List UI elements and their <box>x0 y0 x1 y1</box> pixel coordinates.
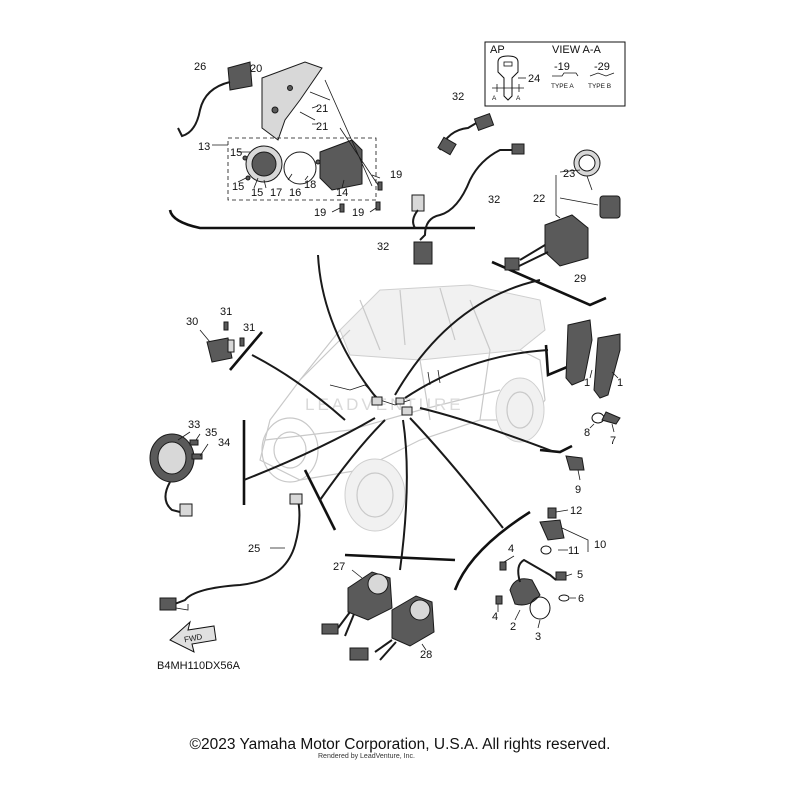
callout-23: 23 <box>563 168 575 180</box>
callout-19b: 19 <box>314 207 326 219</box>
callout-31b: 31 <box>243 322 255 334</box>
view-aa-box: AP VIEW A-A 24 A A -19 TYPE A -29 TYPE B <box>484 41 626 107</box>
speedometer-group <box>177 61 383 213</box>
callout-4b: 4 <box>492 611 498 623</box>
leader-lines <box>243 254 553 571</box>
callout-11a: 11 <box>568 545 579 557</box>
rendered-by: Rendered by LeadVenture, Inc. <box>318 753 415 760</box>
callout-32b: 32 <box>488 194 500 206</box>
callout-31a: 31 <box>220 306 232 318</box>
callout-1b: 1 <box>617 377 623 389</box>
callout-32a: 32 <box>452 91 464 103</box>
callout-26: 26 <box>194 61 206 73</box>
copyright-notice: ©2023 Yamaha Motor Corporation, U.S.A. A… <box>189 736 611 753</box>
view-header-left: AP <box>490 44 505 56</box>
motor-28 <box>349 595 435 661</box>
sensor-10-12 <box>539 507 589 555</box>
callout-3: 3 <box>535 631 541 643</box>
meter-assembly-box <box>227 137 377 201</box>
callout-15b: 15 <box>232 181 244 193</box>
type-a-label: TYPE A <box>551 83 574 90</box>
part-26-handle <box>177 61 253 138</box>
callout-19a: 19 <box>390 169 402 181</box>
relay-30 <box>199 321 245 363</box>
sensor-9 <box>565 455 585 481</box>
type-b-label: TYPE B <box>588 83 611 90</box>
callout-7: 7 <box>610 435 616 447</box>
view-header-right: VIEW A-A <box>552 44 602 56</box>
callout-34: 34 <box>218 437 230 449</box>
callout-19c: 19 <box>352 207 364 219</box>
callout-16: 16 <box>289 187 301 199</box>
callout-9: 9 <box>575 484 581 496</box>
callout-20: 20 <box>250 63 262 75</box>
callout-12: 12 <box>570 505 582 517</box>
callout-14: 14 <box>336 187 348 199</box>
section-brackets <box>168 209 607 591</box>
type-b-code: -29 <box>594 61 610 73</box>
callout-1a: 1 <box>584 377 590 389</box>
horn-33 <box>149 431 209 517</box>
callout-18: 18 <box>304 179 316 191</box>
harness-25 <box>159 493 303 611</box>
callout-21b: 21 <box>316 121 328 133</box>
callout-21a: 21 <box>316 103 328 115</box>
callout-28: 28 <box>420 649 432 661</box>
motor-27 <box>321 569 393 637</box>
type-a-code: -19 <box>554 61 570 73</box>
callout-17: 17 <box>270 187 282 199</box>
sensor-2-6 <box>495 555 576 629</box>
callout-35: 35 <box>205 427 217 439</box>
callout-8: 8 <box>584 427 590 439</box>
callout-33: 33 <box>188 419 200 431</box>
callout-27: 27 <box>333 561 345 573</box>
callout-24: 24 <box>528 73 540 85</box>
callout-13: 13 <box>198 141 210 153</box>
callout-5: 5 <box>577 569 583 581</box>
callout-25: 25 <box>248 543 260 555</box>
part-20-bracket <box>261 61 331 141</box>
callout-22: 22 <box>533 193 545 205</box>
harness-32 <box>411 112 525 265</box>
callout-15c: 15 <box>251 187 263 199</box>
part-code: B4MH110DX56A <box>157 660 241 672</box>
callout-32c: 32 <box>377 241 389 253</box>
fwd-arrow: FWD <box>169 620 217 653</box>
callout-10: 10 <box>594 539 606 551</box>
main-switch-group <box>504 149 621 271</box>
callout-6: 6 <box>578 593 584 605</box>
callout-numbers: 26 20 21 21 13 15 15 15 17 16 18 14 19 1… <box>186 61 623 661</box>
callout-29: 29 <box>574 273 586 285</box>
section-mark-a2: A <box>516 95 521 102</box>
section-mark-a1: A <box>492 95 497 102</box>
vehicle-outline: LEADVENTURE <box>259 284 546 532</box>
callout-4a: 4 <box>508 543 514 555</box>
ignition-coils <box>565 319 621 399</box>
callout-15a: 15 <box>230 147 242 159</box>
fwd-label: FWD <box>183 632 203 644</box>
callout-2: 2 <box>510 621 516 633</box>
vehicle-small-parts <box>329 369 441 416</box>
callout-30: 30 <box>186 316 198 328</box>
watermark-text: LEADVENTURE <box>305 395 464 414</box>
sensor-7-8 <box>589 411 621 433</box>
key-icon <box>497 55 519 101</box>
